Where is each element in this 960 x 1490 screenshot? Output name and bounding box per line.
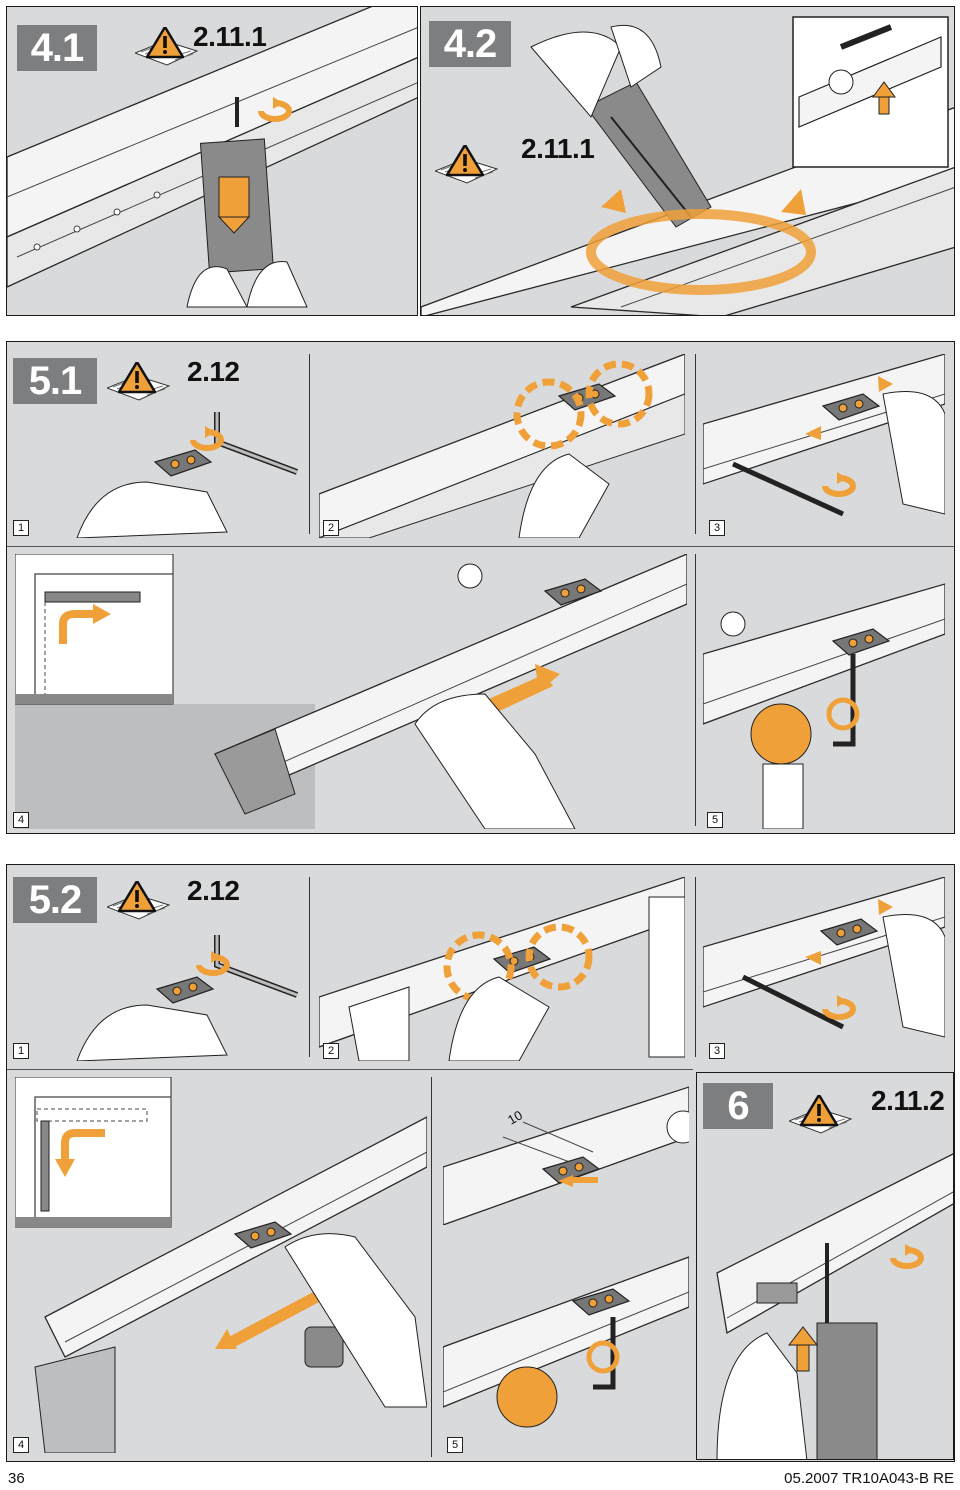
step-number-badge: 6	[703, 1083, 773, 1129]
manual-reference: 2.11.1	[193, 21, 267, 52]
substep-5-detail-illustration: 10	[443, 1086, 689, 1225]
substep-4-illustration	[15, 554, 687, 829]
substep-3	[703, 354, 945, 538]
step-4-1-panel: 4.1 2.11.1	[6, 6, 418, 316]
substep-4-illustration	[15, 1077, 427, 1453]
substep-2-illustration	[319, 877, 685, 1061]
step-6-illustration	[716, 1153, 953, 1459]
step-4-2-panel: 4.2 2.11.1	[420, 6, 955, 316]
warning-manual-icon	[789, 1095, 853, 1135]
substep-3	[703, 877, 945, 1061]
step-number-badge: 4.1	[17, 25, 97, 71]
step-4-2-illustration	[421, 16, 954, 315]
substep-5-illustration	[703, 583, 945, 829]
manual-reference: 2.11.1	[521, 133, 595, 164]
substep-5-illustration	[443, 1256, 689, 1428]
substep-1-illustration	[76, 412, 299, 538]
substep-1-illustration	[76, 935, 299, 1061]
warning-manual-icon	[435, 145, 499, 185]
step-number-badge: 5.1	[13, 358, 97, 404]
manual-reference: 2.11.2	[871, 1085, 945, 1116]
substep-number: 4	[13, 1437, 29, 1453]
step-6-panel: 6 2.11.2	[696, 1072, 954, 1460]
warning-manual-icon	[107, 362, 171, 402]
substep-4	[15, 554, 687, 829]
substep-2	[319, 354, 685, 538]
substep-number: 2	[323, 520, 339, 536]
substep-number: 3	[709, 520, 725, 536]
substep-number: 5	[707, 812, 723, 828]
substep-number: 5	[447, 1437, 463, 1453]
substep-number: 3	[709, 1043, 725, 1059]
substep-2	[319, 877, 685, 1061]
dimension-label: 10	[505, 1107, 525, 1127]
substep-number: 2	[323, 1043, 339, 1059]
substep-5	[703, 554, 945, 829]
warning-manual-icon	[107, 881, 171, 921]
manual-reference: 2.12	[187, 356, 240, 387]
page-number: 36	[8, 1470, 25, 1487]
substep-5	[443, 1237, 689, 1453]
substep-4	[15, 1077, 427, 1453]
document-code: 05.2007 TR10A043-B RE	[784, 1470, 954, 1487]
substep-number: 1	[13, 1043, 29, 1059]
substep-number: 1	[13, 520, 29, 536]
step-5-1-panel: 5.1 2.12 1 2 3 4 5	[6, 341, 955, 834]
step-number-badge: 5.2	[13, 877, 97, 923]
step-5-2-panel: 10	[6, 864, 955, 1462]
substep-2-illustration	[319, 354, 685, 538]
step-4-1-illustration	[7, 7, 417, 308]
step-number-badge: 4.2	[429, 21, 511, 67]
substep-3-illustration	[703, 877, 945, 1038]
substep-3-illustration	[703, 354, 945, 517]
substep-number: 4	[13, 812, 29, 828]
substep-5-detail: 10	[443, 1077, 689, 1225]
manual-reference: 2.12	[187, 875, 240, 906]
